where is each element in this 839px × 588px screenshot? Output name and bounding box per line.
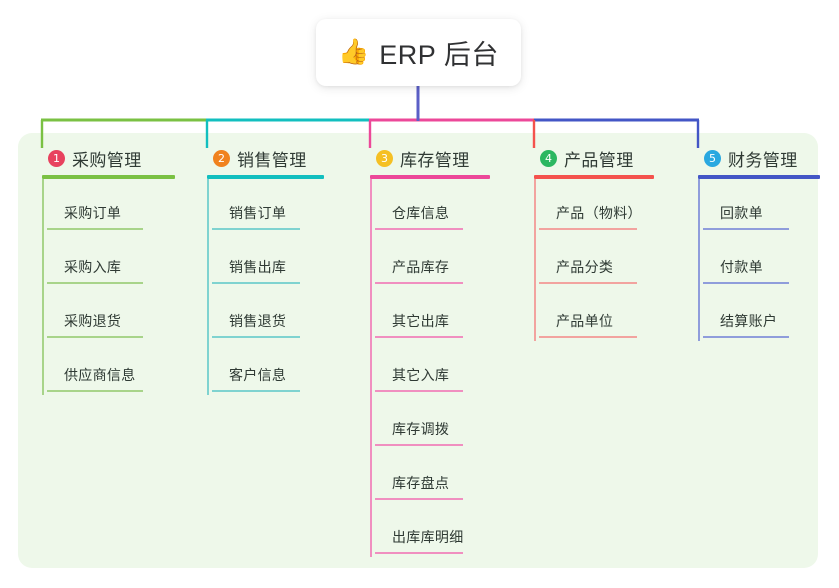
- branch-item-label: 客户信息: [229, 367, 287, 383]
- branch-item-rule: [539, 282, 637, 284]
- branch-header-rule-4: [534, 175, 654, 179]
- branch-item-label: 产品库存: [392, 259, 450, 275]
- branch-item-label: 产品（物料）: [556, 205, 642, 221]
- branch-item-rule: [375, 390, 463, 392]
- branch-item-rule: [375, 444, 463, 446]
- branch-column-5: 5 财务管理回款单付款单结算账户: [686, 144, 820, 341]
- branch-item-label: 采购入库: [64, 259, 122, 275]
- branch-spine-5: [698, 179, 700, 341]
- branch-header-2[interactable]: 2 销售管理: [195, 144, 307, 172]
- branch-item-rule: [212, 336, 300, 338]
- branch-item-rule: [47, 228, 143, 230]
- branch-badge-2: 2: [213, 149, 230, 167]
- branch-badge-3: 3: [376, 149, 393, 167]
- branch-item-label: 出库库明细: [392, 529, 464, 545]
- branch-item-rule: [212, 282, 300, 284]
- branch-item-rule: [375, 552, 463, 554]
- branch-item-label: 其它入库: [392, 367, 450, 383]
- diagram-background-panel: [18, 133, 818, 568]
- branch-item-label: 结算账户: [720, 313, 778, 329]
- branch-title-2: 销售管理: [237, 150, 307, 170]
- branch-item-rule: [539, 336, 637, 338]
- branch-title-5: 财务管理: [728, 150, 798, 170]
- branch-spine-1: [42, 179, 44, 395]
- branch-header-rule-1: [42, 175, 175, 179]
- branch-badge-5: 5: [704, 149, 721, 167]
- branch-header-rule-5: [698, 175, 820, 179]
- branch-item-rule: [703, 282, 789, 284]
- branch-badge-4: 4: [540, 149, 557, 167]
- branch-item-label: 回款单: [720, 205, 763, 221]
- branch-item-rule: [375, 282, 463, 284]
- branch-item-rule: [539, 228, 637, 230]
- branch-item-label: 库存盘点: [392, 475, 450, 491]
- branch-title-1: 采购管理: [72, 150, 142, 170]
- branch-header-1[interactable]: 1 采购管理: [30, 144, 142, 172]
- thumbs-up-icon: 👍: [338, 38, 370, 66]
- branch-item-rule: [47, 336, 143, 338]
- branch-title-3: 库存管理: [400, 150, 470, 170]
- branch-item-rule: [212, 390, 300, 392]
- branch-item-label: 销售退货: [229, 313, 287, 329]
- branch-header-4[interactable]: 4 产品管理: [522, 144, 634, 172]
- branch-header-3[interactable]: 3 库存管理: [358, 144, 470, 172]
- branch-item-label: 销售出库: [229, 259, 287, 275]
- branch-item-label: 仓库信息: [392, 205, 450, 221]
- branch-header-rule-3: [370, 175, 490, 179]
- branch-spine-2: [207, 179, 209, 395]
- root-title: ERP 后台: [379, 40, 499, 70]
- branch-column-4: 4 产品管理产品（物料） 产品分类产品单位: [522, 144, 654, 341]
- branch-item-rule: [375, 336, 463, 338]
- branch-item-label: 销售订单: [229, 205, 287, 221]
- branch-column-3: 3 库存管理仓库信息产品库存其它出库其它入库库存调拨库存盘点出库库明细: [358, 144, 490, 557]
- branch-badge-1: 1: [48, 149, 65, 167]
- branch-item-rule: [703, 228, 789, 230]
- branch-item-rule: [47, 282, 143, 284]
- branch-item-label: 产品单位: [556, 313, 614, 329]
- branch-spine-3: [370, 179, 372, 557]
- branch-item-label: 采购订单: [64, 205, 122, 221]
- branch-header-rule-2: [207, 175, 324, 179]
- branch-column-2: 2 销售管理销售订单销售出库销售退货客户信息: [195, 144, 324, 395]
- branch-item-label: 供应商信息: [64, 367, 136, 383]
- branch-item-rule: [703, 336, 789, 338]
- branch-item-label: 付款单: [720, 259, 763, 275]
- branch-item-label: 其它出库: [392, 313, 450, 329]
- branch-item-rule: [375, 228, 463, 230]
- branch-item-label: 采购退货: [64, 313, 122, 329]
- branch-item-rule: [47, 390, 143, 392]
- branch-column-1: 1 采购管理采购订单采购入库采购退货供应商信息: [30, 144, 175, 395]
- branch-title-4: 产品管理: [564, 150, 634, 170]
- branch-header-5[interactable]: 5 财务管理: [686, 144, 798, 172]
- branch-item-rule: [375, 498, 463, 500]
- branch-item-label: 库存调拨: [392, 421, 450, 437]
- branch-item-rule: [212, 228, 300, 230]
- branch-spine-4: [534, 179, 536, 341]
- root-node-card[interactable]: 👍 ERP 后台: [316, 19, 521, 86]
- branch-item-label: 产品分类: [556, 259, 614, 275]
